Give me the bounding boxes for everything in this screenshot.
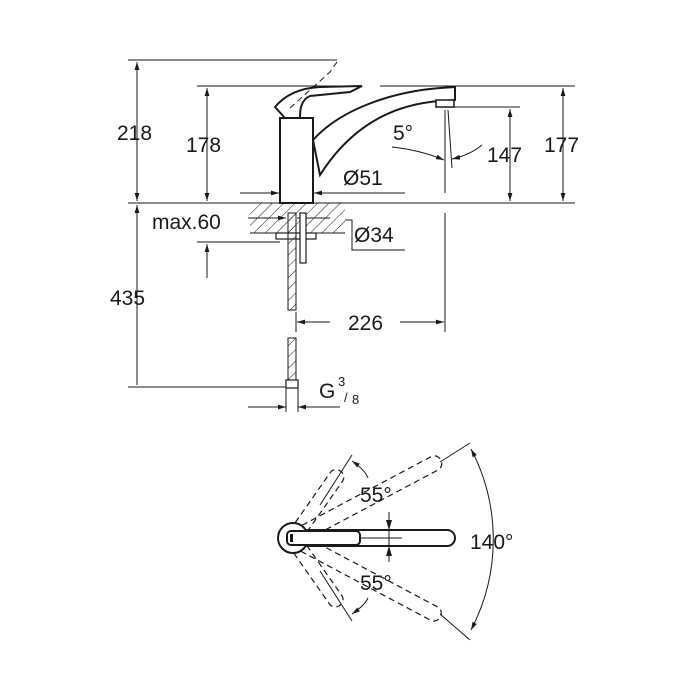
- dim-connection-numerator: 3: [338, 374, 345, 389]
- dim-connection-g: G: [319, 380, 335, 403]
- dim-hose-length: 435: [110, 287, 145, 310]
- dim-spout-outlet-height: 147: [487, 144, 522, 167]
- dim-max-thickness: max.60: [152, 211, 221, 234]
- angle-total: 140°: [470, 531, 513, 554]
- dimension-lines: [134, 62, 566, 410]
- dim-body-diameter: Ø51: [343, 167, 383, 190]
- dim-spout-angle: 5°: [393, 122, 413, 145]
- dim-spout-height: 177: [544, 134, 579, 157]
- faucet-top-view: [277, 442, 494, 641]
- faucet-side: [273, 61, 456, 412]
- angle-upper: 55°: [360, 484, 392, 507]
- dim-spout-reach: 226: [348, 312, 383, 335]
- dim-hole-diameter: Ø34: [354, 224, 394, 247]
- extension-lines: [128, 59, 575, 388]
- angle-lower: 55°: [360, 572, 392, 595]
- dim-body-height: 178: [186, 134, 221, 157]
- dim-total-height: 218: [117, 122, 152, 145]
- countertop: [250, 203, 345, 240]
- dim-connection-denominator: 8: [352, 392, 359, 407]
- fraction-slash: /: [344, 390, 348, 405]
